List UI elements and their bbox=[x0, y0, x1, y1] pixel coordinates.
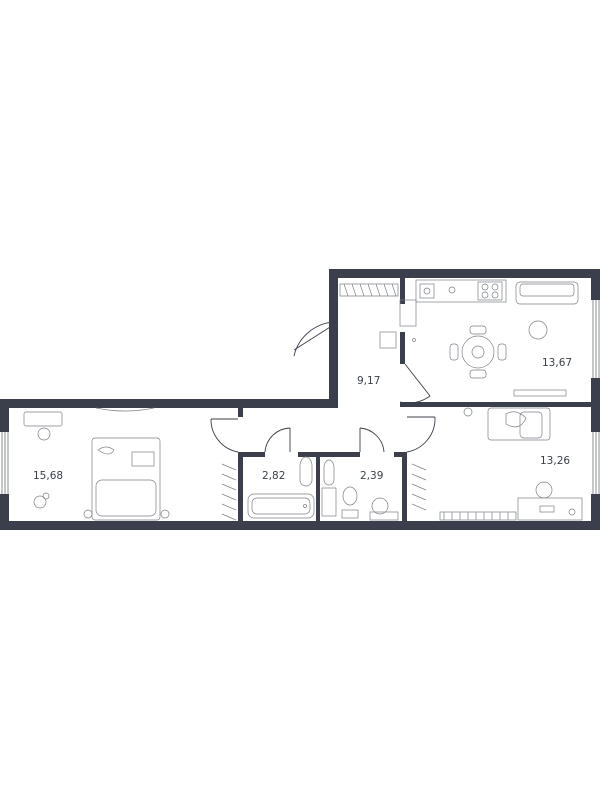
room-area-toilet: 2,39 bbox=[360, 470, 383, 482]
kitchen-furniture bbox=[415, 279, 579, 397]
windows bbox=[0, 300, 600, 494]
bathroom-furniture bbox=[247, 456, 315, 519]
toilet-furniture bbox=[321, 459, 399, 521]
bedroom-right-furniture bbox=[411, 407, 583, 521]
room-area-hallway: 9,17 bbox=[357, 375, 380, 387]
doors bbox=[210, 321, 436, 453]
room-area-bedroom-right: 13,26 bbox=[540, 455, 570, 467]
room-area-kitchen-living: 13,67 bbox=[542, 357, 572, 369]
bedroom-left-furniture bbox=[23, 407, 237, 521]
room-labels: 15,68 2,82 2,39 9,17 13,67 13,26 bbox=[33, 357, 572, 482]
room-area-bathroom: 2,82 bbox=[262, 470, 285, 482]
hallway-furniture bbox=[339, 283, 417, 349]
interior-walls bbox=[238, 278, 591, 521]
room-area-bedroom-left: 15,68 bbox=[33, 470, 63, 482]
outer-walls bbox=[0, 269, 600, 530]
